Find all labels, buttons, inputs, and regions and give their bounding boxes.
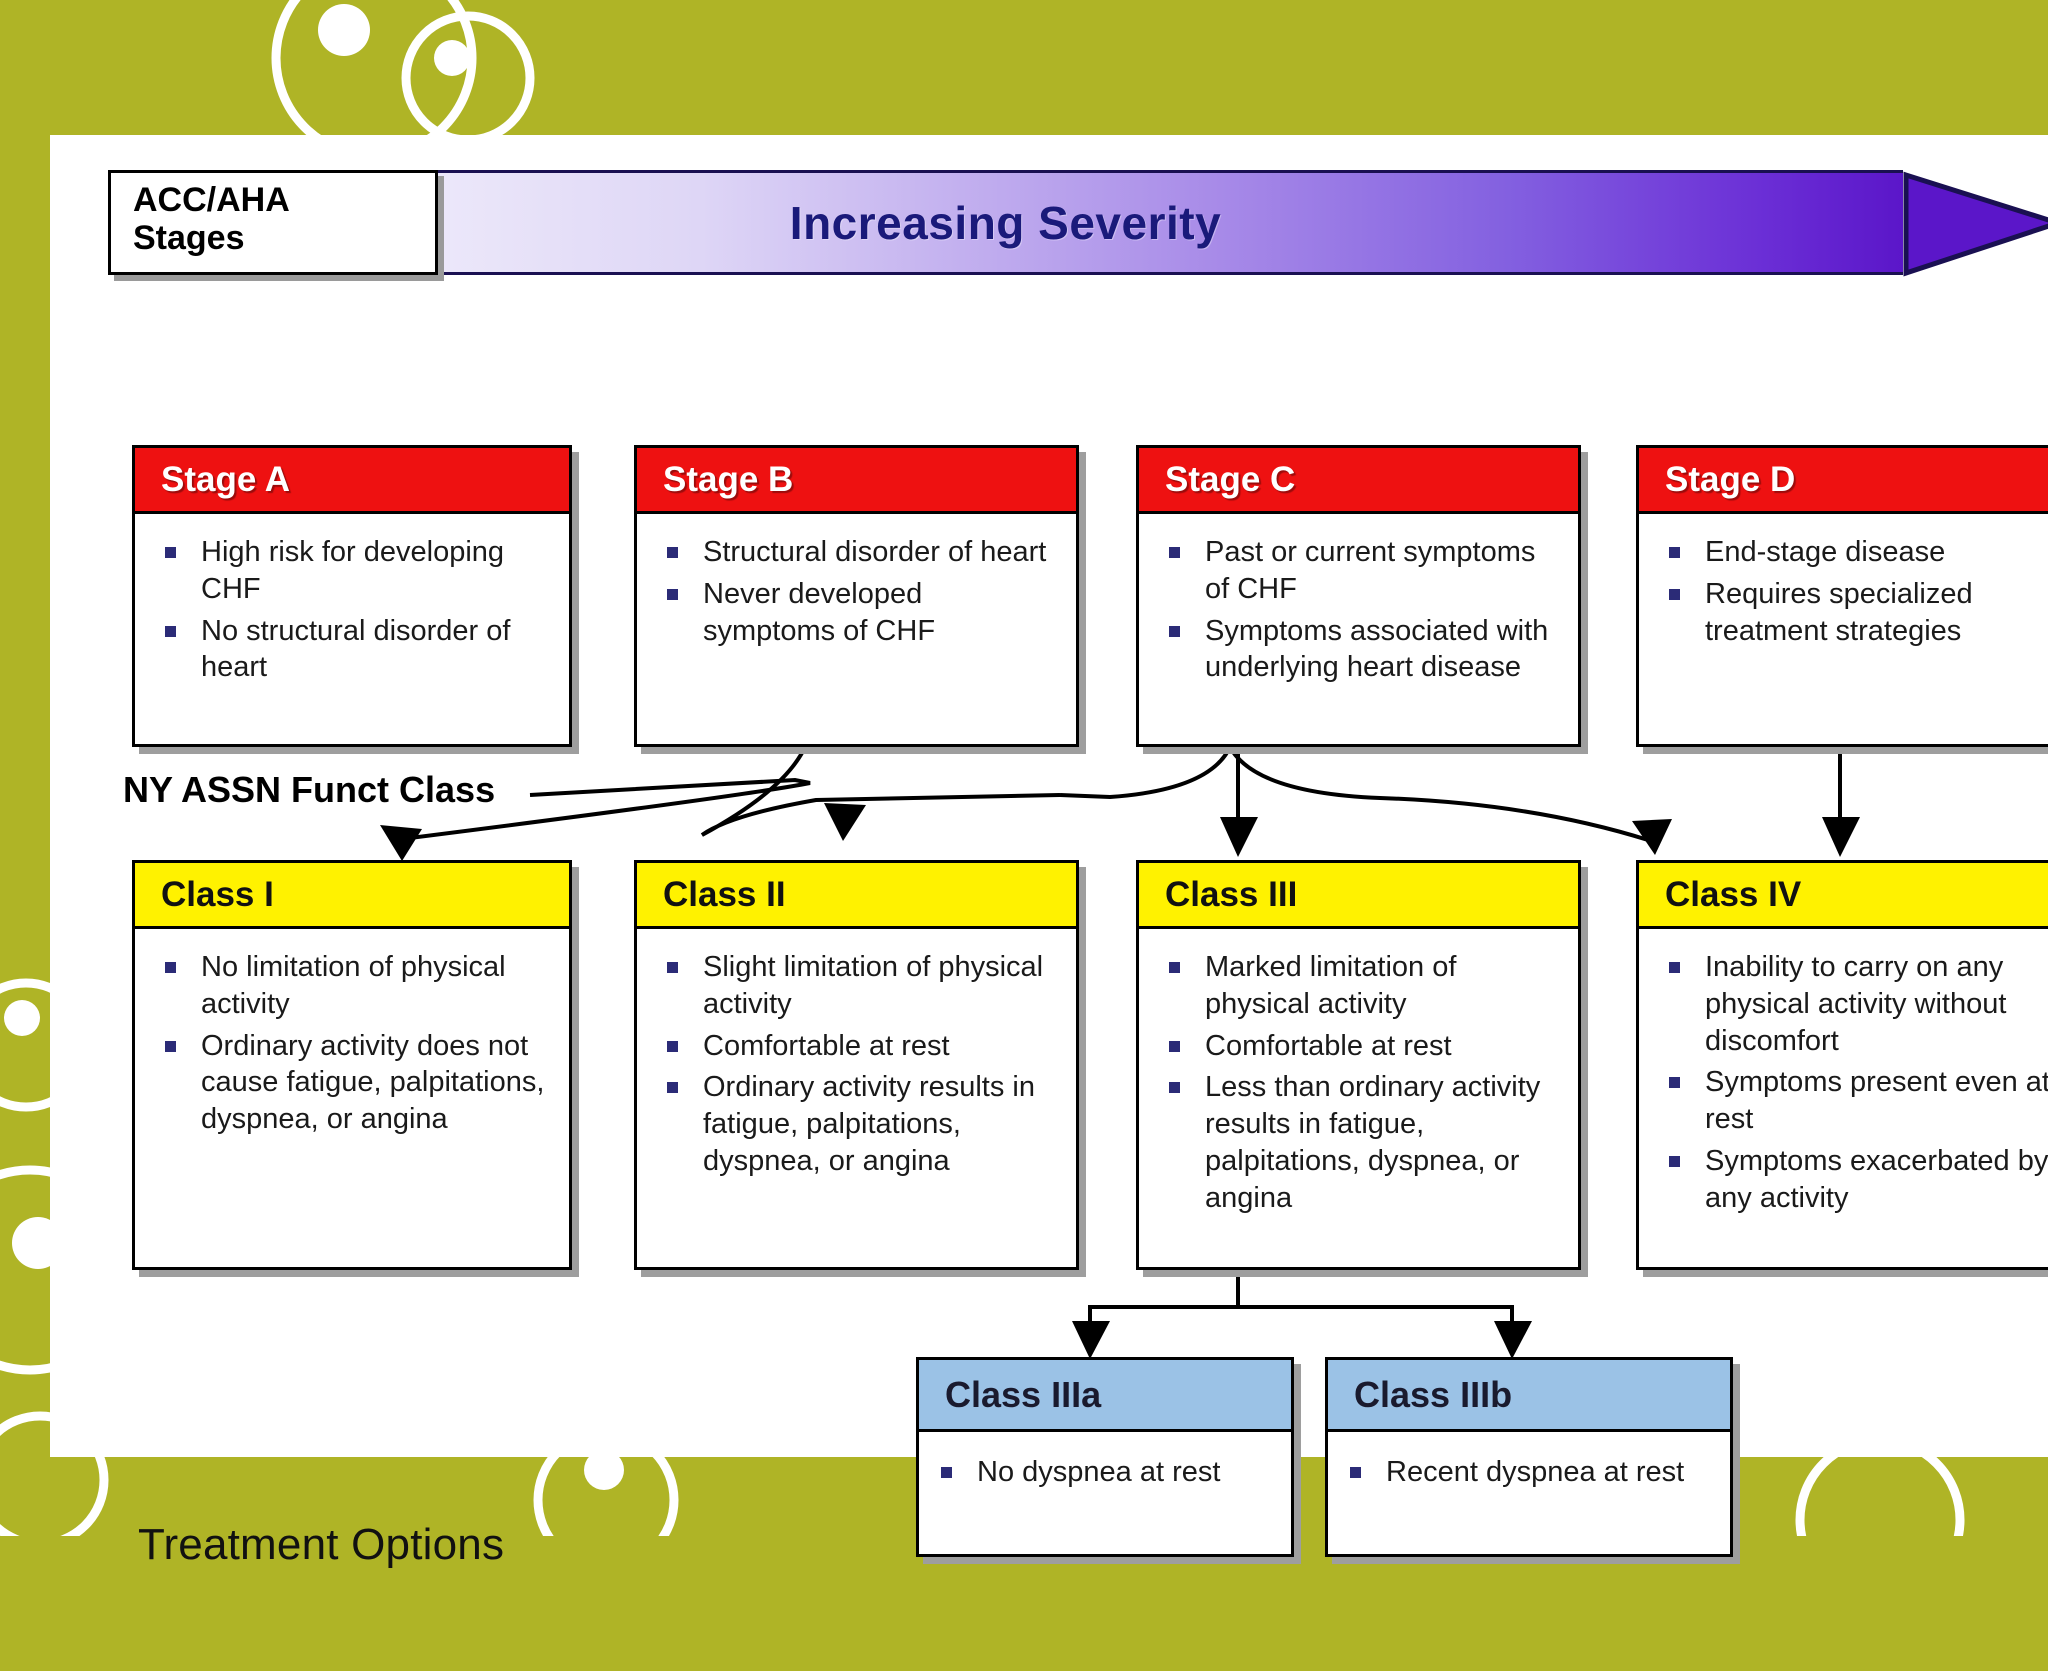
class-1-bullet-list: No limitation of physical activity Ordin… bbox=[157, 949, 553, 1138]
stage-b-title: Stage B bbox=[637, 448, 1076, 514]
class-3a-bullet-list: No dyspnea at rest bbox=[933, 1454, 1281, 1491]
stage-d-title: Stage D bbox=[1639, 448, 2048, 514]
stage-a-card[interactable]: Stage A High risk for developing CHF No … bbox=[132, 445, 572, 747]
slide-canvas: Increasing Severity ACC/AHA Stages bbox=[50, 135, 2048, 1569]
stage-b-card[interactable]: Stage B Structural disorder of heart Nev… bbox=[634, 445, 1079, 747]
class-3b-title: Class IIIb bbox=[1328, 1360, 1730, 1432]
stages-label-line1: ACC/AHA bbox=[133, 181, 290, 219]
class-3-body: Marked limitation of physical activity C… bbox=[1139, 929, 1578, 1232]
list-item: Symptoms present even at rest bbox=[1661, 1064, 2048, 1138]
list-item: Less than ordinary activity results in f… bbox=[1161, 1069, 1562, 1216]
list-item: Symptoms associated with underlying hear… bbox=[1161, 613, 1562, 687]
list-item: Requires specialized treatment strategie… bbox=[1661, 576, 2048, 650]
class-3b-bullet-list: Recent dyspnea at rest bbox=[1342, 1454, 1720, 1491]
list-item: Ordinary activity results in fatigue, pa… bbox=[659, 1069, 1060, 1179]
class-3b-card[interactable]: Class IIIb Recent dyspnea at rest bbox=[1325, 1357, 1733, 1557]
class-1-body: No limitation of physical activity Ordin… bbox=[135, 929, 569, 1153]
list-item: Marked limitation of physical activity bbox=[1161, 949, 1562, 1023]
list-item: Comfortable at rest bbox=[1161, 1028, 1562, 1065]
stage-c-card[interactable]: Stage C Past or current symptoms of CHF … bbox=[1136, 445, 1581, 747]
stage-c-body: Past or current symptoms of CHF Symptoms… bbox=[1139, 514, 1578, 701]
list-item: Symptoms exacerbated by any activity bbox=[1661, 1143, 2048, 1217]
stage-d-card[interactable]: Stage D End-stage disease Requires speci… bbox=[1636, 445, 2048, 747]
class-3a-card[interactable]: Class IIIa No dyspnea at rest bbox=[916, 1357, 1294, 1557]
class-3a-body: No dyspnea at rest bbox=[919, 1432, 1291, 1506]
class-4-bullet-list: Inability to carry on any physical activ… bbox=[1661, 949, 2048, 1217]
list-item: No dyspnea at rest bbox=[933, 1454, 1281, 1491]
class-2-title: Class II bbox=[637, 863, 1076, 929]
stage-d-body: End-stage disease Requires specialized t… bbox=[1639, 514, 2048, 664]
class-4-card[interactable]: Class IV Inability to carry on any physi… bbox=[1636, 860, 2048, 1270]
severity-arrowhead-icon bbox=[1903, 171, 2048, 277]
class-3-bullet-list: Marked limitation of physical activity C… bbox=[1161, 949, 1562, 1217]
class-3b-body: Recent dyspnea at rest bbox=[1328, 1432, 1730, 1506]
class-2-body: Slight limitation of physical activity C… bbox=[637, 929, 1076, 1195]
class-1-title: Class I bbox=[135, 863, 569, 929]
list-item: Past or current symptoms of CHF bbox=[1161, 534, 1562, 608]
stage-a-bullet-list: High risk for developing CHF No structur… bbox=[157, 534, 553, 686]
list-item: Ordinary activity does not cause fatigue… bbox=[157, 1028, 553, 1138]
increasing-severity-banner: Increasing Severity ACC/AHA Stages bbox=[108, 170, 2048, 277]
stage-b-body: Structural disorder of heart Never devel… bbox=[637, 514, 1076, 664]
stage-c-title: Stage C bbox=[1139, 448, 1578, 514]
list-item: Slight limitation of physical activity bbox=[659, 949, 1060, 1023]
class-4-title: Class IV bbox=[1639, 863, 2048, 929]
stage-b-bullet-list: Structural disorder of heart Never devel… bbox=[659, 534, 1060, 649]
stage-d-bullet-list: End-stage disease Requires specialized t… bbox=[1661, 534, 2048, 649]
stage-c-bullet-list: Past or current symptoms of CHF Symptoms… bbox=[1161, 534, 1562, 686]
class-3-title: Class III bbox=[1139, 863, 1578, 929]
class-2-bullet-list: Slight limitation of physical activity C… bbox=[659, 949, 1060, 1180]
list-item: Comfortable at rest bbox=[659, 1028, 1060, 1065]
class-2-card[interactable]: Class II Slight limitation of physical a… bbox=[634, 860, 1079, 1270]
stages-label-line2: Stages bbox=[133, 219, 245, 258]
class-1-card[interactable]: Class I No limitation of physical activi… bbox=[132, 860, 572, 1270]
stage-a-title: Stage A bbox=[135, 448, 569, 514]
list-item: Structural disorder of heart bbox=[659, 534, 1060, 571]
list-item: Inability to carry on any physical activ… bbox=[1661, 949, 2048, 1059]
class-3a-title: Class IIIa bbox=[919, 1360, 1291, 1432]
list-item: Never developed symptoms of CHF bbox=[659, 576, 1060, 650]
list-item: No structural disorder of heart bbox=[157, 613, 553, 687]
list-item: Recent dyspnea at rest bbox=[1342, 1454, 1720, 1491]
ny-assn-funct-class-label: NY ASSN Funct Class bbox=[123, 769, 496, 810]
class-4-body: Inability to carry on any physical activ… bbox=[1639, 929, 2048, 1232]
stage-a-body: High risk for developing CHF No structur… bbox=[135, 514, 569, 701]
treatment-options-label: Treatment Options bbox=[138, 1520, 505, 1569]
class-3-card[interactable]: Class III Marked limitation of physical … bbox=[1136, 860, 1581, 1270]
list-item: No limitation of physical activity bbox=[157, 949, 553, 1023]
list-item: End-stage disease bbox=[1661, 534, 2048, 571]
acc-aha-stages-label: ACC/AHA Stages bbox=[108, 170, 438, 275]
severity-arrow-label: Increasing Severity bbox=[789, 196, 1222, 249]
list-item: High risk for developing CHF bbox=[157, 534, 553, 608]
